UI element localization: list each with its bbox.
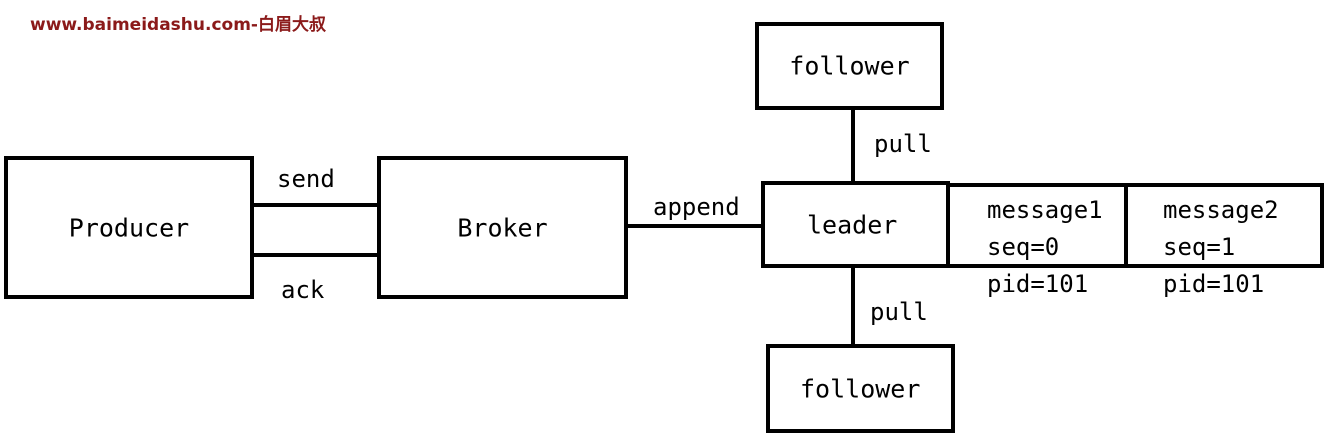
follower-bottom-box: follower [766,344,955,433]
producer-label: Producer [68,213,190,242]
pull-top-label: pull [874,130,932,158]
message2-seq: seq=1 [1163,233,1236,261]
pull-line-bottom [851,266,855,352]
leader-label: leader [807,210,898,239]
message1-pid: pid=101 [987,270,1089,298]
leader-box: leader [761,181,950,268]
message1-box [946,183,1128,268]
broker-label: Broker [457,213,548,242]
send-label: send [277,165,335,193]
pull-bottom-label: pull [870,298,928,326]
message1-seq: seq=0 [987,233,1060,261]
broker-box: Broker [377,156,628,299]
follower-bottom-label: follower [800,374,921,403]
ack-label: ack [281,276,325,304]
watermark: www.baimeidashu.com-白眉大叔 [30,15,326,35]
message2-name: message2 [1163,196,1279,224]
append-line [626,224,767,228]
follower-top-label: follower [789,51,910,81]
message1-name: message1 [987,196,1103,224]
producer-box: Producer [4,156,254,299]
send-line [252,203,379,207]
follower-top-box: follower [755,22,944,110]
pull-line-top [851,106,855,184]
append-label: append [653,193,740,221]
ack-line [252,253,385,257]
message2-pid: pid=101 [1163,270,1265,298]
message2-box [1124,183,1324,268]
